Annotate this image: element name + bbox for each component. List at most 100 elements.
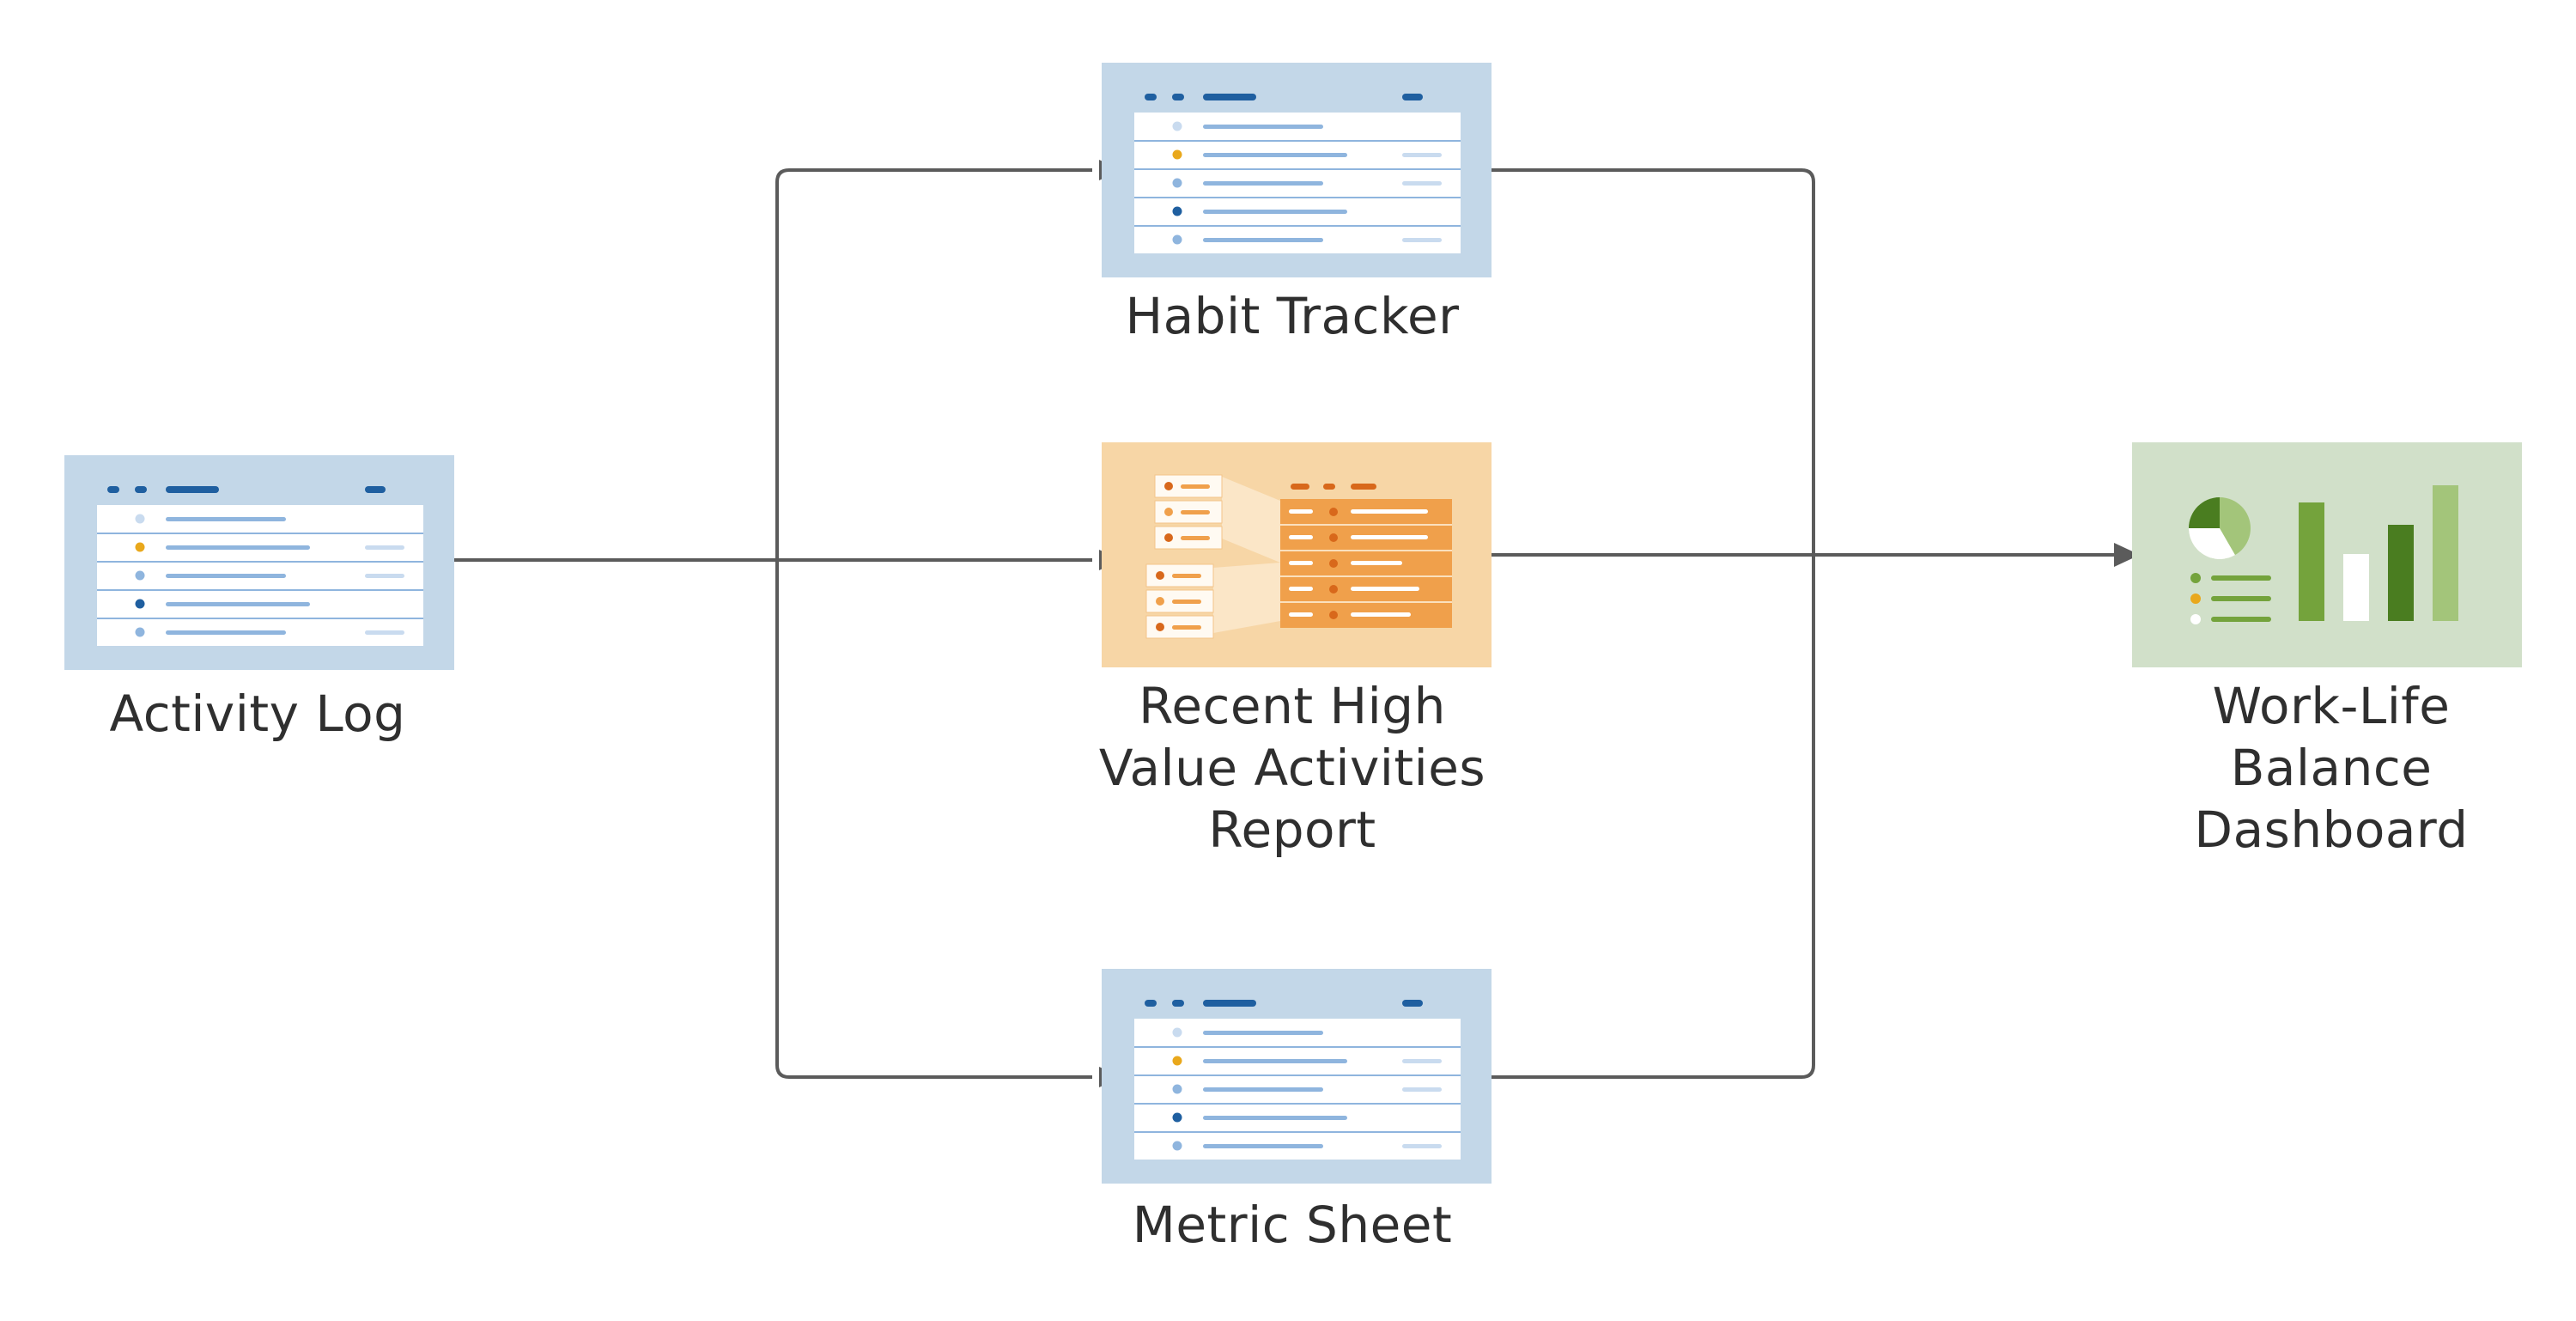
header-dot [1172, 94, 1184, 100]
header-bar [1351, 484, 1376, 490]
card-line [1181, 536, 1210, 540]
row-dot [1172, 234, 1182, 245]
row-line [1289, 587, 1313, 591]
row-dot [1172, 1112, 1182, 1123]
row-line [1203, 1059, 1347, 1063]
card-dot [1156, 597, 1164, 606]
card-line [1172, 625, 1201, 630]
row-dot [1172, 206, 1182, 216]
label-line: Value Activities [1098, 739, 1486, 797]
row-dot [1329, 559, 1338, 568]
label-line: Dashboard [2194, 801, 2469, 859]
high-value-report-label: Recent High Value Activities Report [1065, 675, 1520, 861]
edge-activity-log-to-metric-sheet [775, 560, 1092, 1079]
row-line [1203, 210, 1347, 214]
header-bar [1402, 1000, 1423, 1007]
row-side-bar [1402, 181, 1442, 186]
metric-sheet-node [1102, 969, 1492, 1184]
card-dot [1164, 533, 1173, 542]
row-line [1289, 509, 1313, 514]
legend-dot [2190, 594, 2201, 604]
label-line: Habit Tracker [1125, 287, 1460, 345]
header-dot [1323, 484, 1335, 490]
header-bar [1203, 94, 1256, 100]
activity-log-label: Activity Log [52, 683, 464, 745]
row-side-bar [1402, 153, 1442, 157]
row-dot [1172, 1084, 1182, 1094]
header-bar [166, 486, 219, 493]
pie-slice [2189, 528, 2235, 559]
row-side-bar [365, 545, 404, 550]
row-dot [1329, 611, 1338, 619]
row-line [1289, 561, 1313, 565]
row-dot [1172, 149, 1182, 160]
header-bar [1291, 484, 1309, 490]
connectors [453, 168, 2128, 1079]
row-dot [135, 514, 145, 524]
fan-shape [1222, 477, 1280, 563]
row-line [166, 545, 310, 550]
row-side-bar [365, 574, 404, 578]
row-dot [1329, 508, 1338, 516]
row-side-bar [1402, 1087, 1442, 1092]
row-line [1351, 587, 1419, 591]
row-side-bar [1402, 1059, 1442, 1063]
edge-habit-tracker-to-dashboard [1490, 168, 1815, 555]
label-line: Report [1208, 801, 1376, 859]
card-line [1172, 600, 1201, 604]
habit-tracker-node [1102, 63, 1492, 277]
row-side-bar [1402, 1144, 1442, 1148]
card-dot [1156, 623, 1164, 631]
row-line [166, 574, 286, 578]
legend-line [2211, 575, 2271, 581]
row-line [1203, 1087, 1323, 1092]
legend-dot [2190, 573, 2201, 583]
row-dot [1172, 1141, 1182, 1151]
header-bar [1402, 94, 1423, 100]
row-line [1289, 612, 1313, 617]
card-dot [1156, 571, 1164, 580]
row-line [1351, 509, 1428, 514]
header-dot [1172, 1000, 1184, 1007]
row-line [1351, 535, 1428, 539]
label-line: Activity Log [109, 685, 406, 743]
edge-metric-sheet-to-dashboard [1490, 555, 1815, 1079]
label-line: Balance [2230, 739, 2433, 797]
row-line [1203, 238, 1323, 242]
metric-sheet-label: Metric Sheet [1091, 1194, 1494, 1256]
dashboard-bar [2343, 554, 2369, 621]
activity-log-node [64, 455, 454, 670]
legend-line [2211, 617, 2271, 622]
row-line [166, 602, 310, 606]
card-dot [1164, 482, 1173, 490]
dashboard-node [2132, 442, 2522, 667]
row-line [1203, 1116, 1347, 1120]
label-line: Work-Life [2212, 677, 2451, 735]
row-line [1203, 1031, 1323, 1035]
row-dot [1172, 178, 1182, 188]
card-line [1172, 574, 1201, 578]
row-dot [1172, 1056, 1182, 1066]
header-bar [1203, 1000, 1256, 1007]
header-dot [135, 486, 147, 493]
header-dot [107, 486, 119, 493]
card-line [1181, 510, 1210, 514]
card-line [1181, 484, 1210, 489]
row-line [166, 630, 286, 635]
card-dot [1164, 508, 1173, 516]
arrowhead-dashboard [2114, 543, 2140, 567]
header-dot [1145, 1000, 1157, 1007]
pie-slice [2189, 497, 2220, 528]
row-dot [1329, 585, 1338, 594]
label-line: Metric Sheet [1132, 1196, 1453, 1254]
high-value-report-node [1102, 442, 1492, 667]
header-dot [1145, 94, 1157, 100]
dashboard-bar [2433, 485, 2458, 621]
row-line [1203, 181, 1323, 186]
row-line [1351, 561, 1402, 565]
row-line [1203, 1144, 1323, 1148]
row-line [1289, 535, 1313, 539]
label-line: Recent High [1139, 677, 1446, 735]
row-side-bar [1402, 238, 1442, 242]
